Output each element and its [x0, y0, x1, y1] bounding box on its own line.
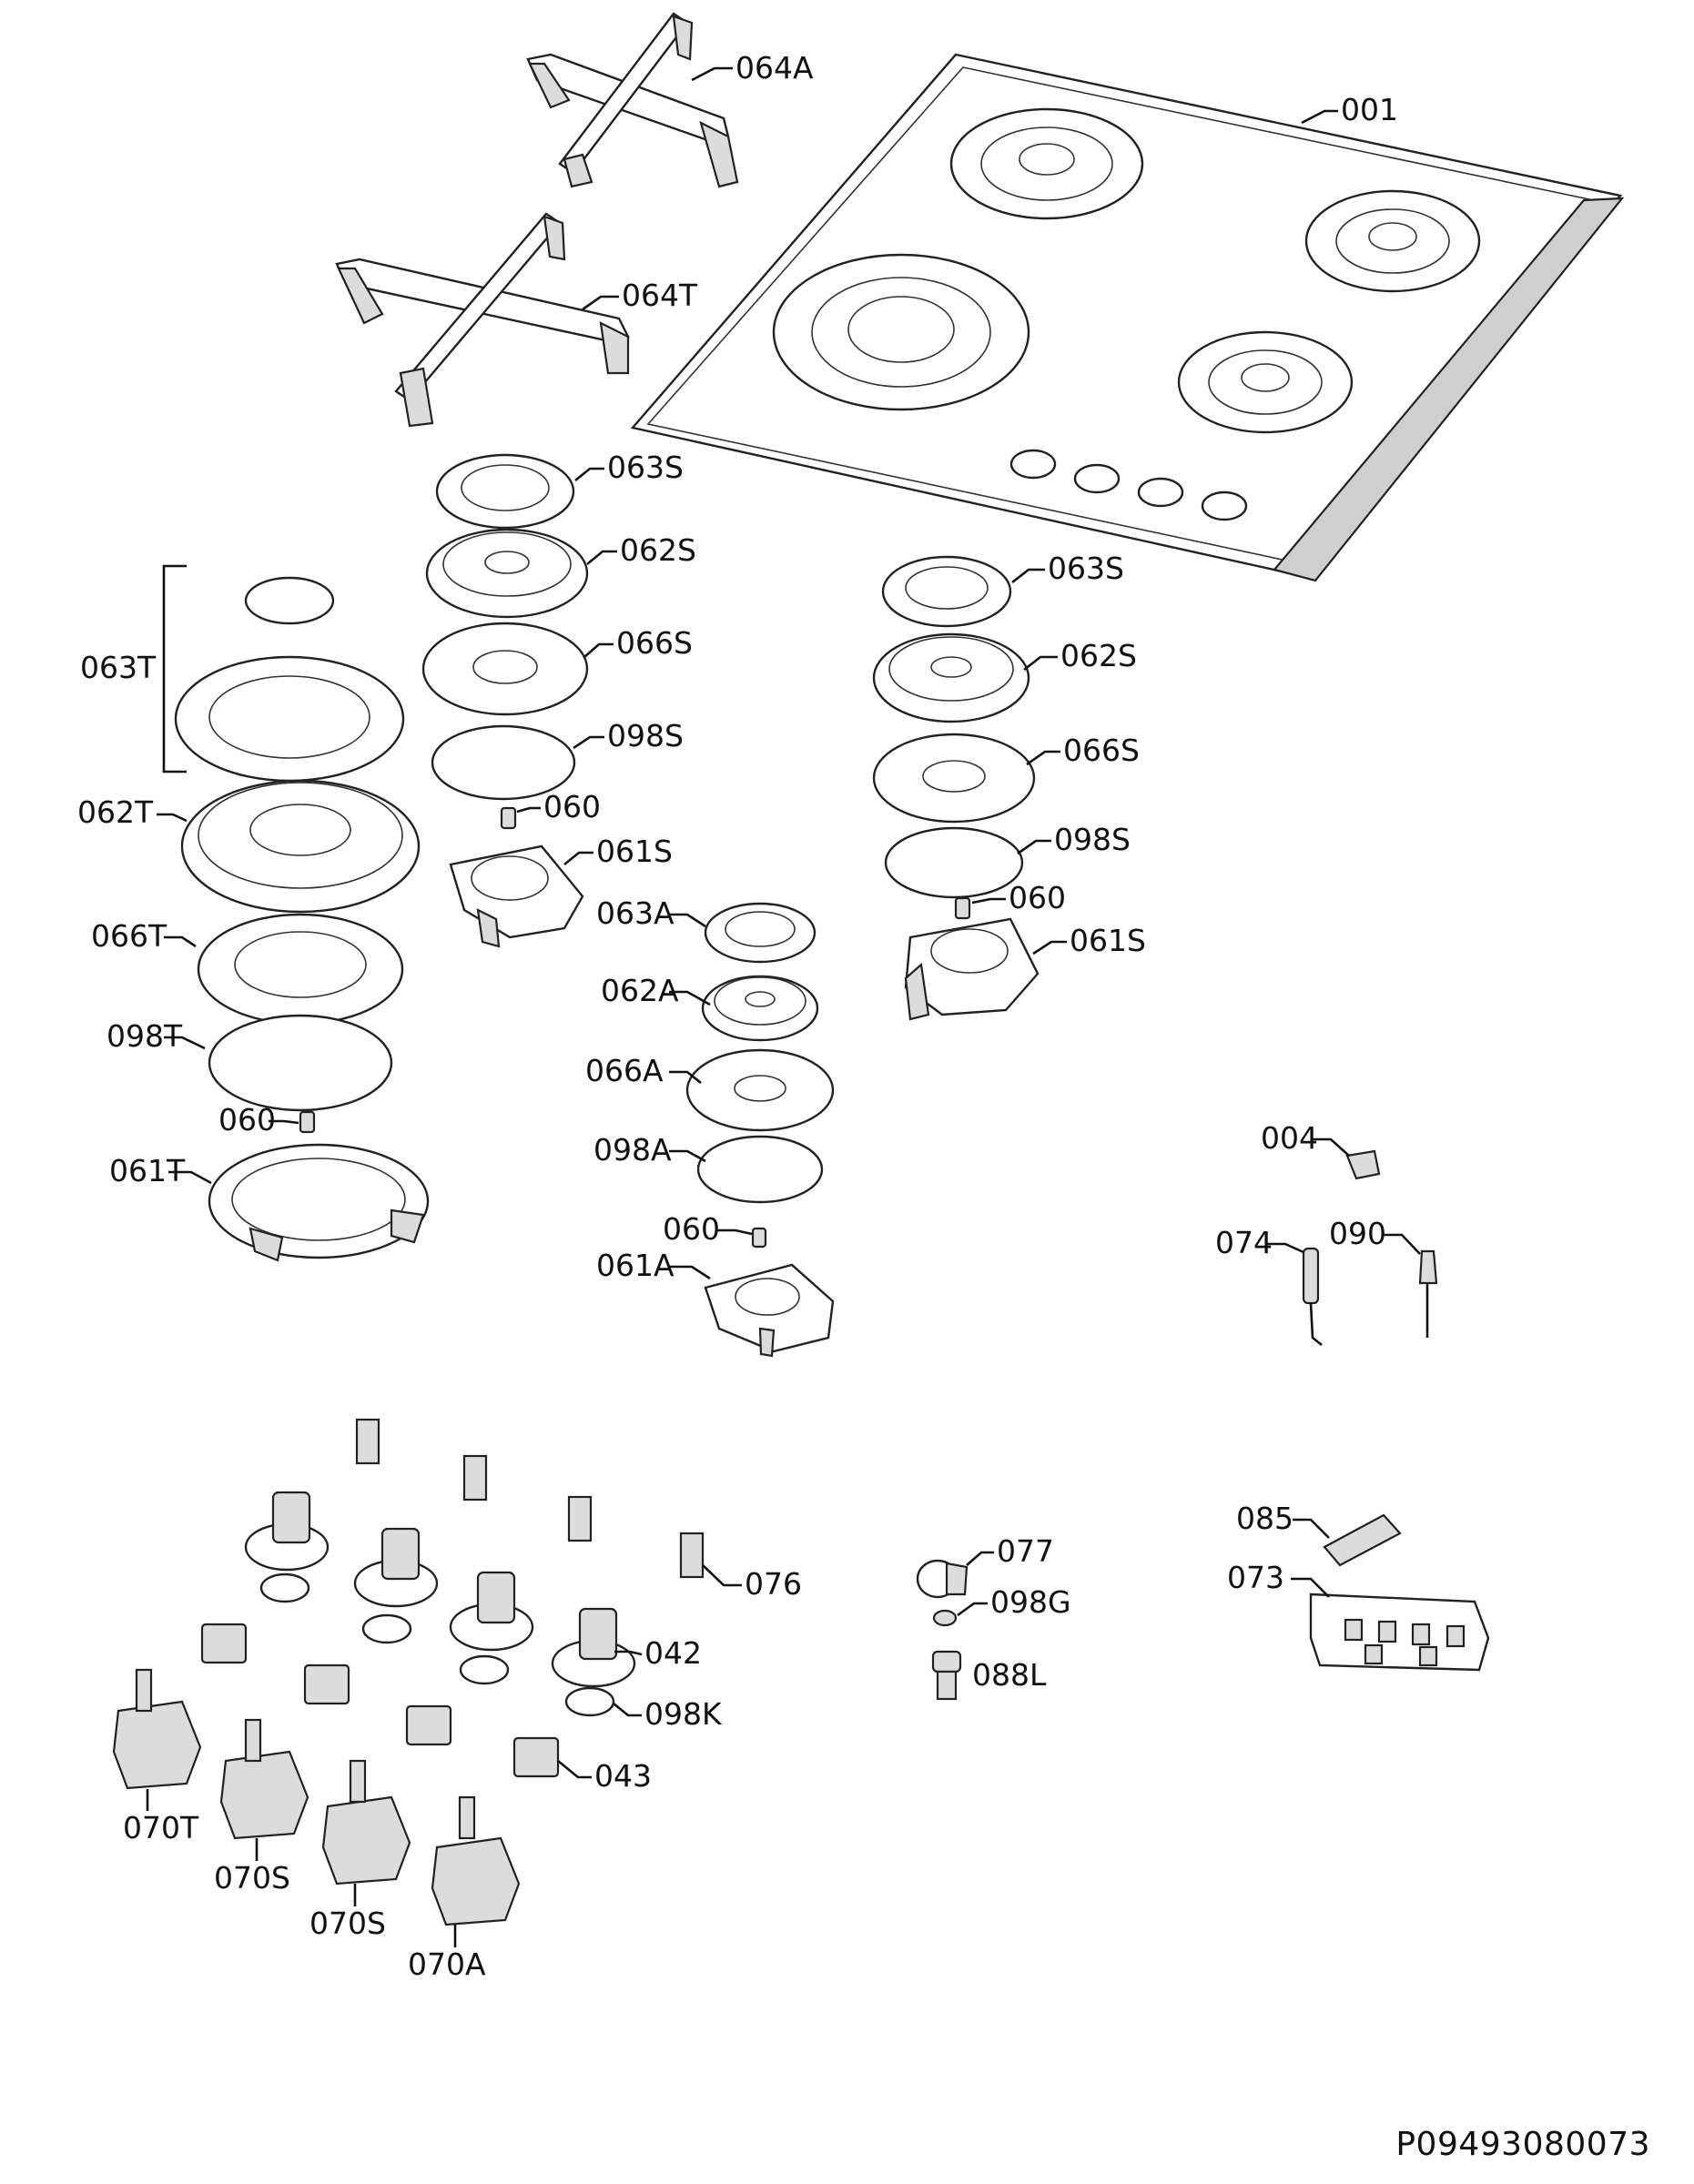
- label-090: 090: [1329, 1216, 1386, 1251]
- label-066S-right: 066S: [1063, 733, 1140, 768]
- part-062S-burner-crown-left: [425, 528, 589, 619]
- part-060-jet-a: [751, 1227, 767, 1249]
- drawing-number: P09493080073: [1395, 2126, 1650, 2163]
- part-066S-spillage-plate-right: [872, 733, 1036, 824]
- label-066S-left: 066S: [616, 625, 693, 661]
- part-066A-spillage-plate: [685, 1048, 835, 1132]
- part-098G-washer: [932, 1609, 958, 1627]
- part-062S-burner-crown-right: [872, 632, 1030, 723]
- label-098K: 098K: [644, 1696, 723, 1732]
- part-073-ignition-module: [1309, 1592, 1490, 1672]
- label-062S-left: 062S: [620, 532, 696, 568]
- label-070T: 070T: [123, 1810, 199, 1845]
- label-073: 073: [1227, 1560, 1284, 1595]
- part-001-hob-top: [630, 53, 1625, 582]
- label-063S-left: 063S: [607, 450, 684, 485]
- part-063A-burner-cap: [704, 902, 817, 964]
- label-060-right: 060: [1009, 880, 1066, 915]
- label-098S-left: 098S: [607, 718, 684, 753]
- part-070-gas-valves: [112, 1668, 521, 1926]
- label-060-a: 060: [663, 1211, 720, 1247]
- part-098A-seal: [696, 1135, 824, 1204]
- label-098G: 098G: [990, 1584, 1071, 1620]
- part-063S-burner-cap-left: [435, 453, 575, 530]
- label-064T: 064T: [622, 278, 698, 313]
- part-060-jet-left: [500, 806, 517, 830]
- label-074: 074: [1215, 1225, 1273, 1260]
- label-060-left: 060: [543, 789, 601, 824]
- part-064A-pan-support: [526, 12, 739, 188]
- part-061S-burner-base-right: [904, 917, 1040, 1021]
- label-061S-left: 061S: [596, 834, 673, 869]
- label-001: 001: [1341, 92, 1398, 127]
- label-060-t: 060: [218, 1102, 276, 1138]
- part-060-jet-right: [954, 896, 971, 920]
- label-066A: 066A: [585, 1053, 664, 1088]
- label-070S-a: 070S: [214, 1860, 290, 1896]
- label-070S-b: 070S: [309, 1906, 386, 1941]
- label-062A: 062A: [601, 973, 679, 1008]
- part-062A-burner-crown: [701, 975, 819, 1042]
- label-085: 085: [1236, 1501, 1293, 1536]
- part-074-electrode: [1302, 1247, 1323, 1347]
- label-043: 043: [594, 1758, 652, 1794]
- part-063S-burner-cap-right: [881, 555, 1012, 628]
- leader-lines: [146, 66, 1421, 1947]
- part-042-knobs: [244, 1491, 636, 1688]
- label-061T: 061T: [109, 1153, 186, 1188]
- label-062T: 062T: [77, 794, 154, 830]
- label-070A: 070A: [408, 1946, 486, 1982]
- label-088L: 088L: [972, 1657, 1047, 1693]
- label-077: 077: [997, 1533, 1054, 1569]
- part-098S-seal-left: [431, 724, 576, 801]
- label-061S-right: 061S: [1070, 923, 1146, 958]
- label-098A: 098A: [593, 1132, 672, 1168]
- part-076-brackets: [355, 1418, 705, 1579]
- part-064T-pan-support: [335, 212, 630, 428]
- label-062S-right: 062S: [1060, 638, 1137, 673]
- label-098T: 098T: [107, 1018, 183, 1054]
- part-004-clip: [1345, 1149, 1381, 1180]
- label-063A: 063A: [596, 895, 675, 931]
- part-090-thermocouple: [1418, 1249, 1438, 1338]
- part-066T-spillage-plate: [197, 913, 404, 1026]
- part-088L-connector: [931, 1650, 962, 1701]
- part-066S-spillage-plate-left: [421, 622, 589, 716]
- part-061T-burner-base: [208, 1143, 430, 1262]
- part-062T-burner-crown: [180, 779, 421, 914]
- part-labels: 064A 001 064T 063S 062S 066S 098S 060 06…: [77, 50, 1398, 1982]
- label-063S-right: 063S: [1048, 551, 1124, 586]
- part-098T-seal: [208, 1014, 393, 1112]
- label-063T: 063T: [80, 650, 157, 685]
- label-066T: 066T: [91, 918, 167, 954]
- label-061A: 061A: [596, 1248, 675, 1283]
- label-064A: 064A: [735, 50, 814, 86]
- part-061A-burner-base: [704, 1263, 835, 1358]
- part-077-elbow: [916, 1559, 969, 1599]
- part-063T-cap-group: [162, 564, 405, 783]
- part-098S-seal-right: [884, 826, 1024, 899]
- label-098S-right: 098S: [1054, 822, 1131, 857]
- part-061S-burner-base-left: [449, 844, 584, 948]
- part-085-holder: [1323, 1513, 1402, 1567]
- part-060-jet-t: [299, 1110, 316, 1134]
- label-042: 042: [644, 1635, 702, 1671]
- part-043-microswitches: [200, 1623, 560, 1778]
- label-004: 004: [1261, 1120, 1318, 1156]
- part-098K-seals: [259, 1572, 615, 1717]
- label-076: 076: [745, 1566, 802, 1602]
